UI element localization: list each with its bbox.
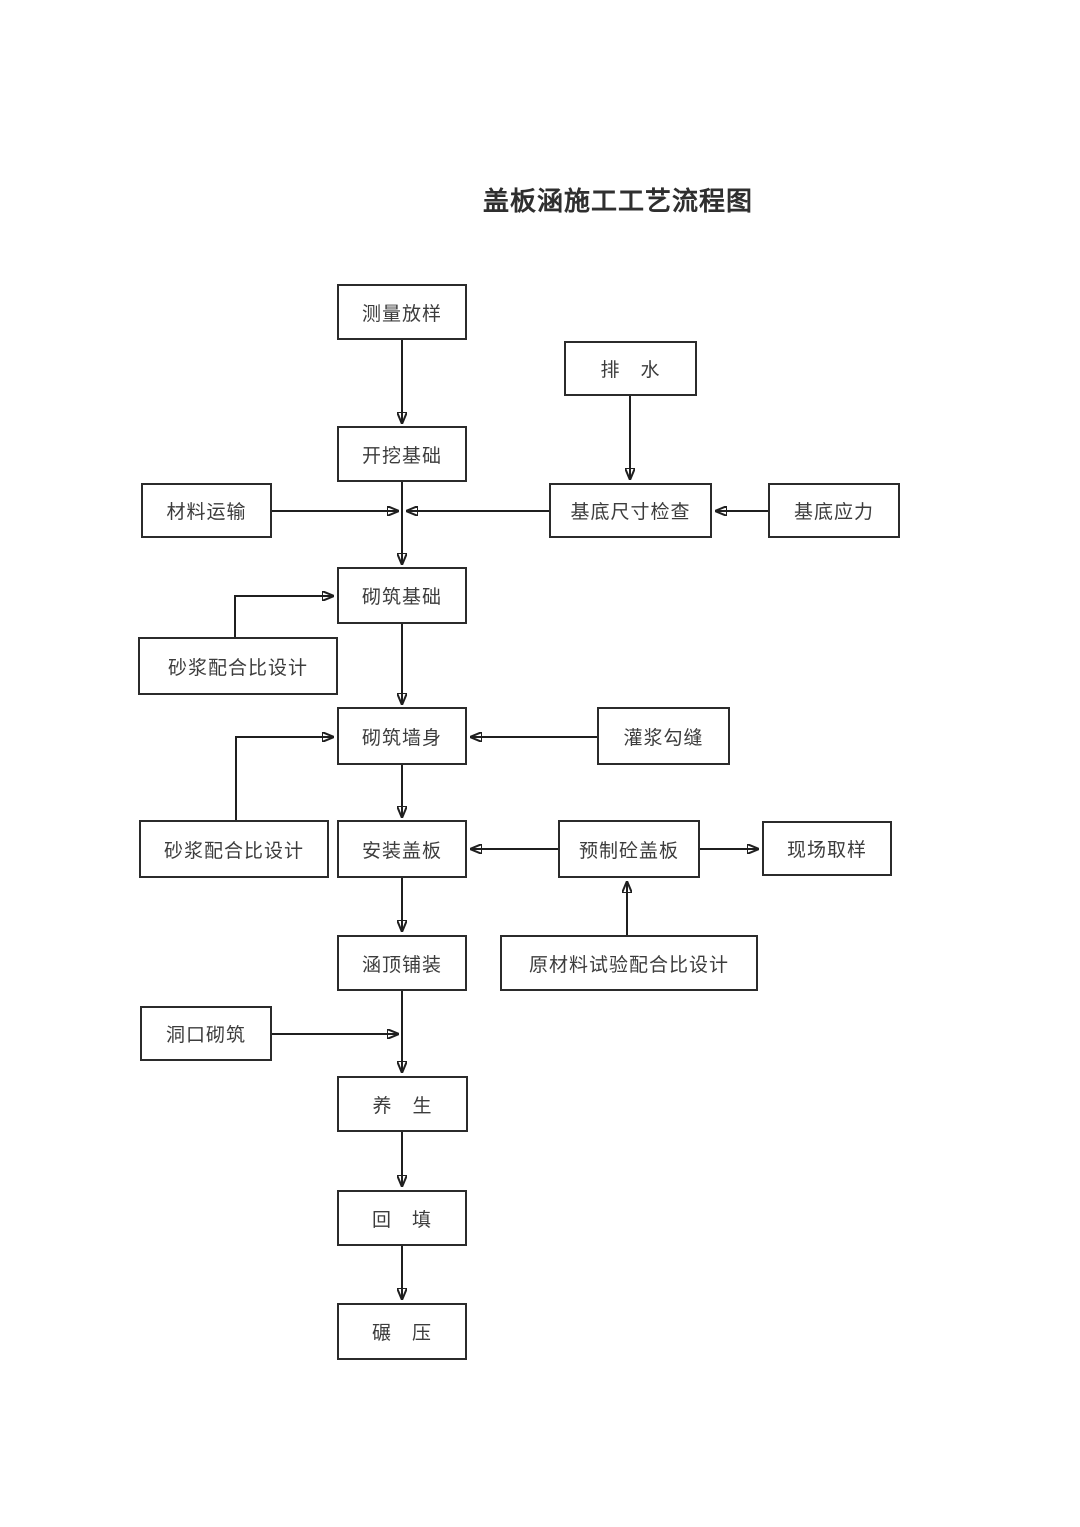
node-excavate-foundation: 开挖基础 [337,426,467,482]
node-mortar-mix-design-1: 砂浆配合比设计 [138,637,338,695]
node-portal-masonry: 洞口砌筑 [140,1006,272,1061]
node-grouting-jointing: 灌浆勾缝 [597,707,730,765]
node-mortar-mix-design-2: 砂浆配合比设计 [139,820,329,878]
node-precast-concrete-cover: 预制砼盖板 [558,820,700,878]
node-masonry-foundation: 砌筑基础 [337,567,467,624]
node-masonry-wall: 砌筑墙身 [337,707,467,765]
node-base-stress: 基底应力 [768,483,900,538]
node-curing: 养 生 [337,1076,468,1132]
node-backfill: 回 填 [337,1190,467,1246]
node-drainage: 排 水 [564,341,697,396]
node-rolling: 碾 压 [337,1303,467,1360]
node-raw-material-test-mix: 原材料试验配合比设计 [500,935,758,991]
node-base-dimension-check: 基底尺寸检查 [549,483,712,538]
edge-mortar2-to-wall [235,737,334,821]
edge-mortar1-to-masonry-foundation [234,596,334,637]
node-install-cover-plate: 安装盖板 [337,820,467,878]
page-title: 盖板涵施工工艺流程图 [482,187,754,216]
node-survey-layout: 测量放样 [337,284,467,340]
node-material-transport: 材料运输 [141,483,272,538]
node-site-sampling: 现场取样 [762,821,892,876]
node-culvert-top-paving: 涵顶铺装 [337,935,467,991]
